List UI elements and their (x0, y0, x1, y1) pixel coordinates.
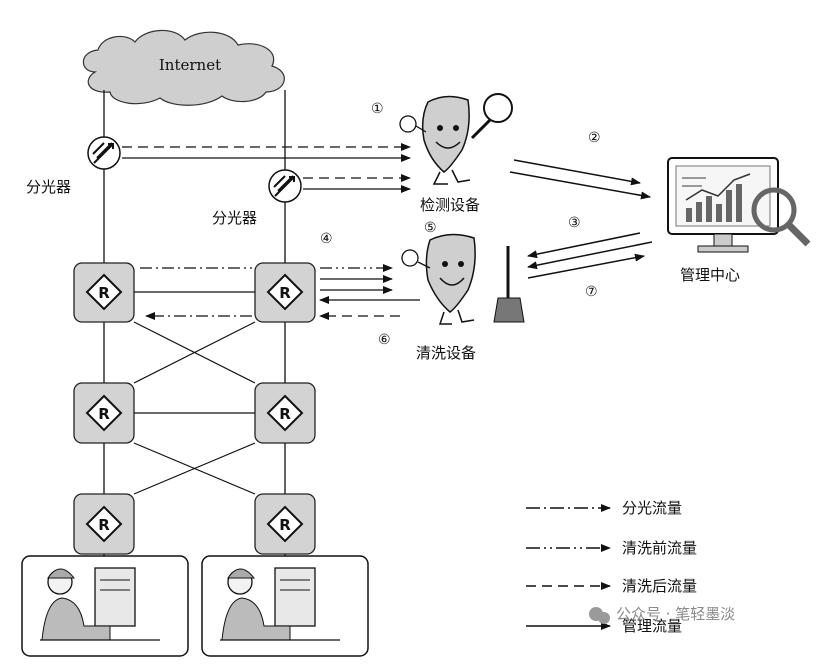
legend-label-postclean: 清洗后流量 (622, 577, 697, 595)
splitter-left: 分光器 (26, 136, 121, 196)
mgmt-label: 管理中心 (680, 266, 740, 284)
internet-label: Internet (159, 56, 221, 74)
detection-device: 检测设备 (399, 93, 513, 214)
step-2: ② (588, 130, 601, 146)
router-4-letter: R (279, 405, 291, 423)
splitter-right: 分光器 (212, 169, 302, 227)
step-7: ⑦ (585, 284, 598, 300)
clean-flows (140, 264, 420, 320)
router-2-letter: R (279, 284, 291, 302)
step-5: ⑤ (424, 220, 437, 236)
legend-label-split: 分光流量 (622, 499, 682, 517)
splitter-right-label: 分光器 (212, 209, 257, 227)
management-center: 管理中心 (667, 157, 811, 284)
trunk-lines (103, 90, 286, 562)
router-6: R (254, 493, 316, 555)
router-5-letter: R (98, 516, 110, 534)
internet-cloud: Internet (82, 29, 285, 106)
router-3: R (73, 382, 135, 444)
step-6: ⑥ (378, 332, 391, 348)
legend-label-mgmt: 管理流量 (622, 617, 682, 635)
routers: R R R R R R (73, 262, 316, 555)
detect-to-mgmt-flows (509, 159, 651, 200)
legend-label-preclean: 清洗前流量 (622, 539, 697, 557)
detect-label: 检测设备 (420, 196, 480, 214)
watermark: 公众号 · 笔轻墨淡 (589, 605, 735, 624)
legend-labels: 分光流量 清洗前流量 清洗后流量 管理流量 (622, 499, 697, 635)
router-1: R (73, 262, 135, 323)
cleaning-device: 清洗设备 (401, 233, 525, 362)
splitter-left-label: 分光器 (26, 178, 71, 196)
workstation-left (21, 555, 189, 657)
router-links (133, 291, 256, 495)
step-numbers: ① ② ③ ④ ⑤ ⑥ ⑦ (320, 101, 601, 348)
step-3: ③ (568, 215, 581, 231)
router-5: R (73, 493, 135, 555)
router-3-letter: R (98, 405, 110, 423)
splitter-flows (122, 143, 411, 193)
clean-label: 清洗设备 (416, 344, 476, 362)
step-1: ① (371, 101, 384, 117)
watermark-text: 公众号 · 笔轻墨淡 (616, 605, 735, 623)
router-4: R (254, 382, 316, 444)
mgmt-clean-flows (527, 232, 653, 279)
router-1-letter: R (98, 284, 110, 302)
router-6-letter: R (279, 516, 291, 534)
workstation-right (201, 555, 369, 657)
step-4: ④ (320, 231, 333, 247)
router-2: R (254, 262, 316, 323)
legend (526, 504, 611, 630)
